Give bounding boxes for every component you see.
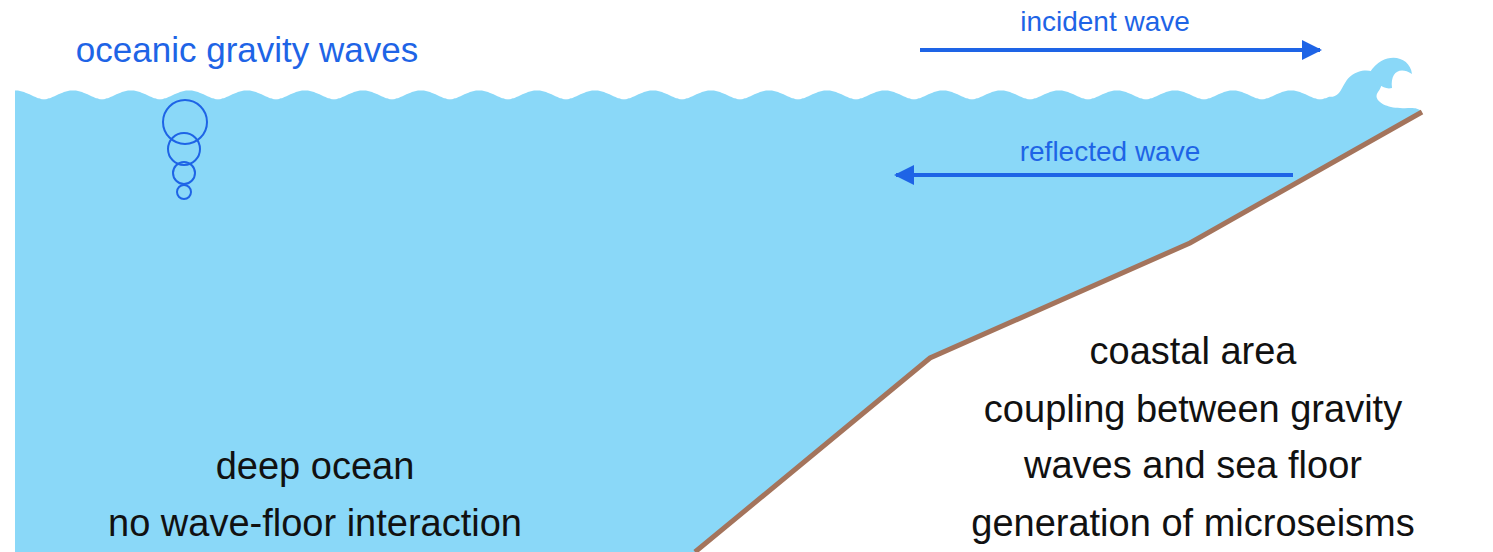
orbit-circle: [173, 162, 195, 184]
region-label: no wave-floor interaction: [108, 503, 522, 545]
diagram-label: reflected wave: [1020, 137, 1201, 168]
reflected-arrow: [896, 173, 1293, 177]
region-label: generation of microseisms: [971, 503, 1415, 545]
diagram-label: oceanic gravity waves: [76, 31, 418, 70]
ocean-water: [15, 71, 1422, 552]
region-label: coastal area: [1089, 331, 1296, 373]
region-label: coupling between gravity: [984, 389, 1402, 431]
incident-arrow: [920, 48, 1320, 52]
region-label: deep ocean: [216, 446, 415, 488]
region-label: waves and sea floor: [1024, 445, 1362, 487]
breaking-crest: [1370, 58, 1412, 89]
diagram-label: incident wave: [1020, 7, 1190, 38]
orbit-circle: [177, 185, 191, 199]
sea-floor: [695, 112, 1422, 552]
orbit-circle: [168, 133, 200, 165]
orbit-circle: [163, 100, 207, 144]
orbital-motion: [163, 100, 207, 199]
